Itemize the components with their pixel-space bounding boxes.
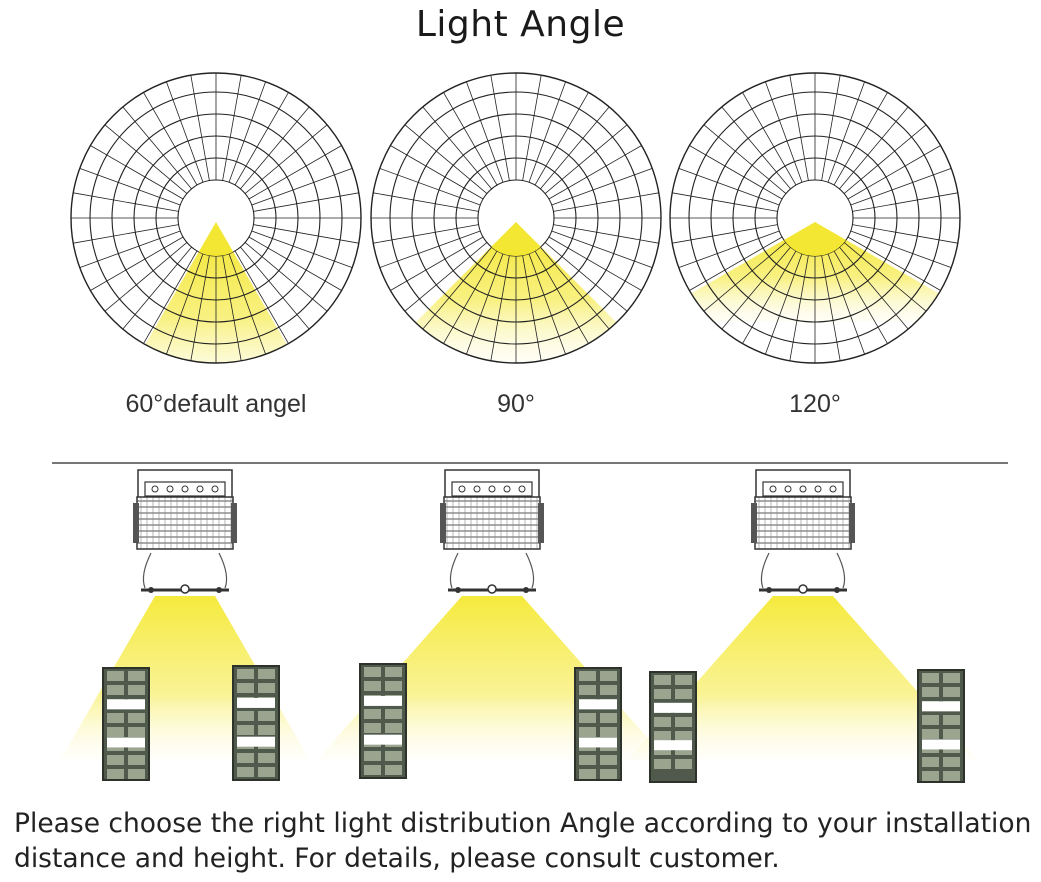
page-title: Light Angle — [415, 4, 626, 45]
floodlight-fixture — [440, 469, 544, 594]
storage-rack — [102, 667, 150, 781]
floodlight-fixture — [751, 469, 855, 594]
polar-diagram-90 — [370, 72, 662, 364]
scene-120 — [628, 469, 978, 783]
floodlight-fixture — [133, 469, 237, 594]
angle-label-120: 120° — [789, 390, 841, 418]
storage-rack — [232, 665, 280, 781]
storage-rack — [917, 669, 965, 783]
angle-label-90: 90° — [497, 390, 535, 418]
scene-90 — [317, 469, 667, 781]
polar-diagrams — [70, 72, 961, 364]
installation-scenes — [52, 462, 1008, 783]
installation-note: Please choose the right light distributi… — [14, 806, 1034, 876]
note-line-1: Please choose the right light distributi… — [14, 808, 1032, 839]
note-line-2: distance and height. For details, please… — [14, 843, 780, 874]
angle-label-60: 60°default angel — [125, 390, 307, 418]
scene-60 — [60, 469, 310, 781]
storage-rack — [574, 667, 622, 781]
polar-diagram-60 — [70, 72, 362, 364]
storage-rack — [649, 671, 697, 783]
light-cone — [628, 596, 978, 760]
polar-diagram-120 — [669, 72, 961, 364]
storage-rack — [359, 663, 407, 779]
